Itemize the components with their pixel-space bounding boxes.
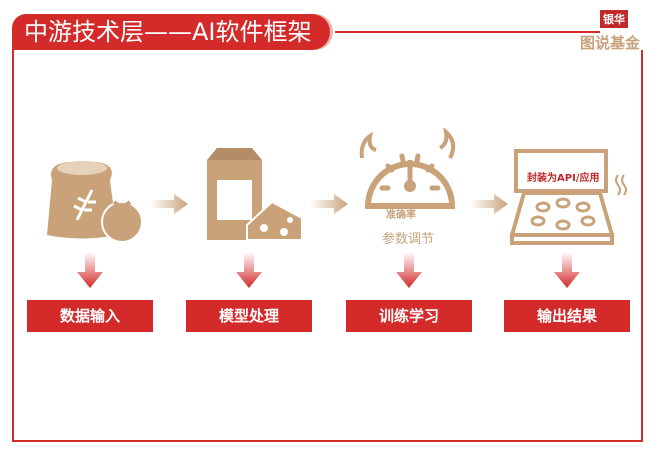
arrow-down-icon	[77, 252, 103, 288]
step-label-data-input: 数据输入	[27, 300, 153, 332]
arrow-down-icon	[236, 252, 262, 288]
content-frame	[12, 50, 643, 442]
logo-top: 银华	[600, 10, 628, 28]
milk-carton-cheese-icon	[207, 148, 303, 241]
logo: 银华 图说基金	[580, 10, 652, 60]
pizza-box-icon	[509, 149, 627, 245]
page-title: 中游技术层——AI软件框架	[12, 14, 330, 50]
gauge-caption: 参数调节	[382, 232, 435, 247]
arrow-right-icon	[150, 194, 188, 214]
step-label-training: 训练学习	[346, 300, 472, 332]
logo-bottom: 图说基金	[580, 34, 641, 52]
step-label-output: 输出结果	[504, 300, 630, 332]
flour-sack-tomato-icon	[47, 161, 143, 243]
gauge-fire-icon	[359, 128, 456, 209]
arrow-down-icon	[396, 252, 422, 288]
arrow-right-icon	[310, 194, 348, 214]
pizza-box-text: 封装为API/应用	[527, 173, 600, 184]
gauge-text: 准确率	[386, 210, 416, 221]
arrow-right-icon	[470, 194, 508, 214]
arrow-down-icon	[554, 252, 580, 288]
step-label-model-processing: 模型处理	[186, 300, 312, 332]
title-rule	[335, 31, 600, 33]
